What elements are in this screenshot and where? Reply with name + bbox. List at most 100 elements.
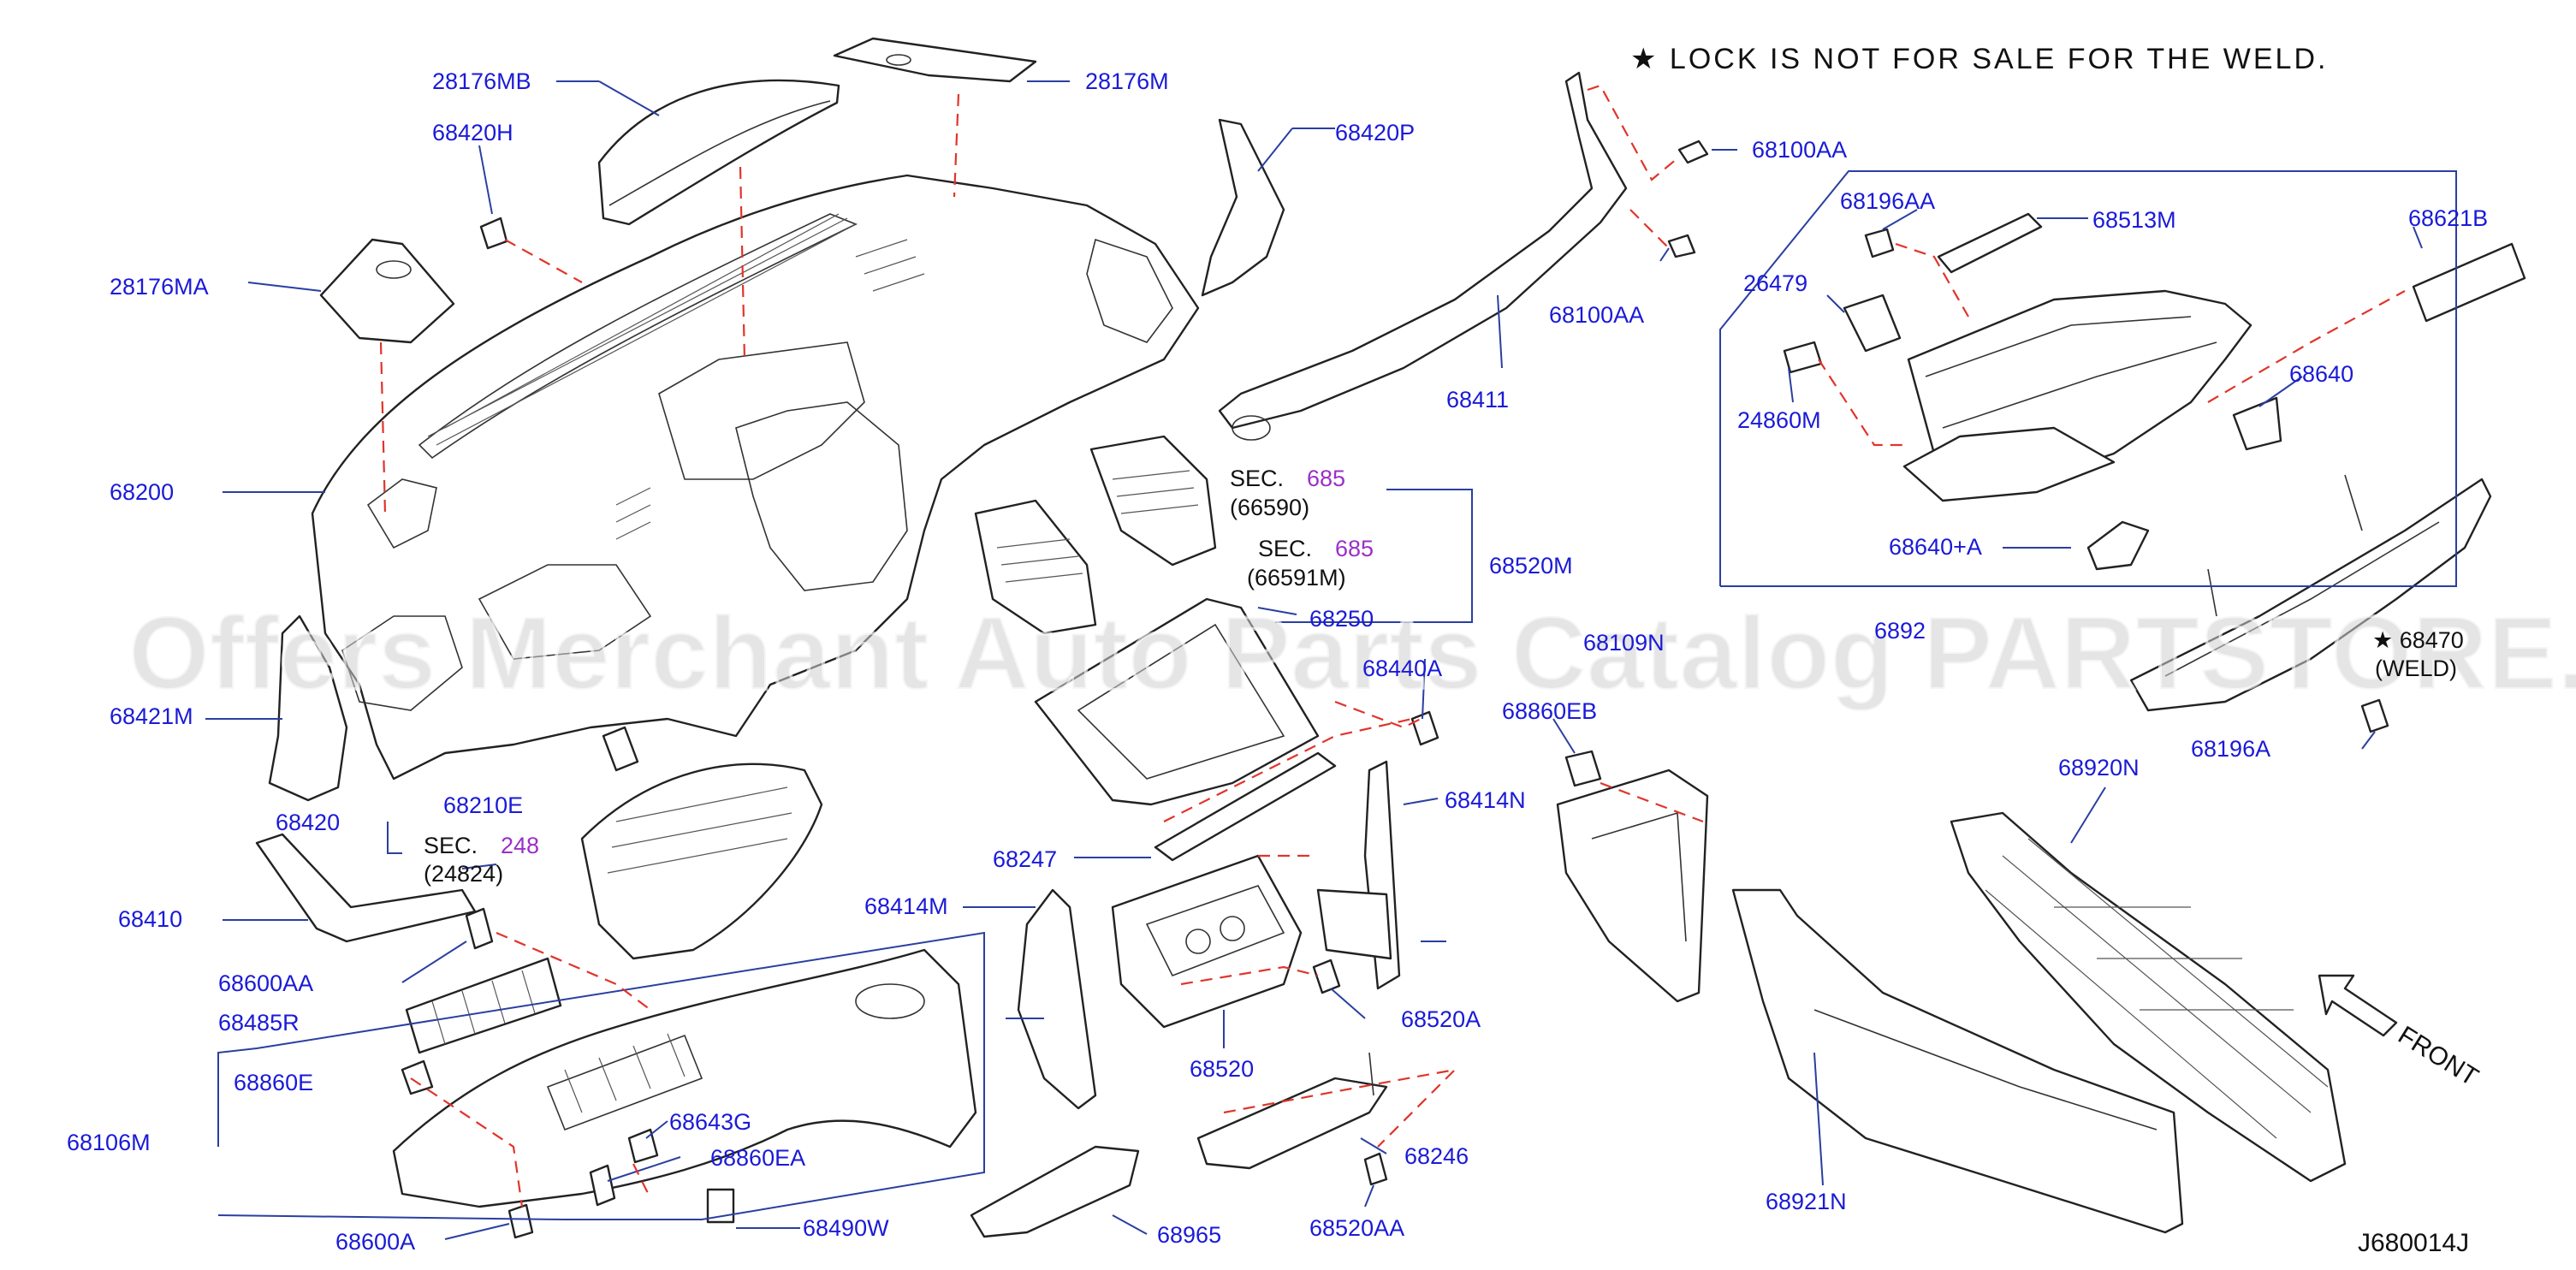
part-66590-vent-drawing bbox=[1089, 435, 1217, 567]
diagram-code: J680014J bbox=[2358, 1229, 2469, 1257]
svg-text:SEC.: SEC. bbox=[1258, 536, 1312, 561]
label-68921N[interactable]: 68921N bbox=[1766, 1189, 1847, 1214]
part-68520AA-drawing bbox=[1363, 1152, 1388, 1186]
label-68100AA-mid[interactable]: 68100AA bbox=[1549, 302, 1644, 328]
label-28176MB[interactable]: 28176MB bbox=[432, 68, 531, 94]
callout-box-68520M bbox=[1275, 489, 1473, 623]
label-68470-star[interactable]: ★ 68470 bbox=[2372, 627, 2464, 653]
part-68196A-drawing bbox=[2360, 698, 2389, 733]
label-68247[interactable]: 68247 bbox=[993, 846, 1057, 872]
label-68513M[interactable]: 68513M bbox=[2092, 207, 2176, 233]
part-68485R-drawing bbox=[405, 957, 562, 1054]
label-68410[interactable]: 68410 bbox=[118, 906, 182, 932]
label-28176MA[interactable]: 28176MA bbox=[110, 274, 209, 300]
part-66591M-vent-drawing bbox=[974, 499, 1097, 635]
label-68246[interactable]: 68246 bbox=[1404, 1143, 1469, 1169]
label-68420P[interactable]: 68420P bbox=[1335, 120, 1415, 145]
part-68640-drawing bbox=[2232, 396, 2282, 451]
sec-num[interactable]: 685 bbox=[1307, 466, 1345, 491]
part-68965-drawing bbox=[970, 1145, 1140, 1238]
label-68600A[interactable]: 68600A bbox=[335, 1229, 415, 1255]
label-68196AA[interactable]: 68196AA bbox=[1840, 188, 1935, 214]
label-68106M[interactable]: 68106M bbox=[67, 1130, 151, 1155]
label-68920N[interactable]: 68920N bbox=[2058, 755, 2140, 780]
label-68414N[interactable]: 68414N bbox=[1445, 787, 1526, 813]
label-28176M[interactable]: 28176M bbox=[1085, 68, 1169, 94]
callout-box-68420 bbox=[387, 822, 402, 854]
assembly-dashed-lines bbox=[379, 84, 2406, 1208]
part-68106M-drawing bbox=[392, 948, 977, 1208]
part-68196AA-drawing bbox=[1864, 228, 1895, 258]
sec-sub: (66590) bbox=[1230, 495, 1309, 520]
front-label: FRONT bbox=[2393, 1021, 2483, 1092]
label-24860M[interactable]: 24860M bbox=[1737, 407, 1821, 433]
label-68600AA[interactable]: 68600AA bbox=[218, 970, 313, 996]
section-ref-24824[interactable]: SEC. 248 (24824) bbox=[424, 833, 539, 887]
label-68490W[interactable]: 68490W bbox=[803, 1215, 889, 1241]
label-68520M[interactable]: 68520M bbox=[1489, 553, 1573, 579]
label-68210E[interactable]: 68210E bbox=[443, 792, 523, 818]
label-68485R[interactable]: 68485R bbox=[218, 1010, 300, 1036]
label-68440A[interactable]: 68440A bbox=[1362, 656, 1442, 681]
part-68414N-drawing bbox=[1316, 760, 1401, 990]
svg-text:SEC.: SEC. bbox=[1230, 466, 1284, 491]
sec-sub: (66591M) bbox=[1247, 565, 1346, 590]
label-68621B[interactable]: 68621B bbox=[2408, 205, 2488, 231]
part-labels: 28176MB 28176M 68420H 68420P 28176MA 681… bbox=[67, 68, 2488, 1255]
part-24860M-drawing bbox=[1783, 341, 1823, 374]
label-68520[interactable]: 68520 bbox=[1190, 1056, 1254, 1082]
part-28176MA-drawing bbox=[319, 238, 455, 344]
label-weld: (WELD) bbox=[2375, 656, 2457, 681]
label-68200[interactable]: 68200 bbox=[110, 479, 174, 505]
part-68210E-drawing bbox=[602, 726, 639, 772]
sec-prefix: SEC. bbox=[424, 833, 478, 858]
label-68643G[interactable]: 68643G bbox=[669, 1109, 751, 1135]
part-68600AA-drawing bbox=[465, 907, 494, 950]
label-68640A[interactable]: 68640+A bbox=[1889, 534, 1982, 560]
label-68420H[interactable]: 68420H bbox=[432, 120, 513, 145]
label-68640[interactable]: 68640 bbox=[2289, 361, 2353, 387]
svg-text:SEC.: SEC. bbox=[424, 833, 478, 858]
label-68520AA[interactable]: 68520AA bbox=[1309, 1215, 1404, 1241]
part-68440A-drawing bbox=[1410, 710, 1439, 746]
callout-box-68106M bbox=[217, 931, 985, 1220]
label-68860EB[interactable]: 68860EB bbox=[1502, 698, 1597, 724]
label-68100AA-top[interactable]: 68100AA bbox=[1752, 137, 1847, 163]
part-68420H-drawing bbox=[479, 217, 508, 250]
label-68250[interactable]: 68250 bbox=[1309, 606, 1374, 632]
part-68420-drawing bbox=[255, 833, 477, 943]
label-68109N[interactable]: 68109N bbox=[1583, 630, 1665, 656]
part-68411-drawing bbox=[1218, 71, 1628, 441]
part-24824-meter-drawing bbox=[580, 763, 823, 960]
part-68420P-drawing bbox=[1201, 118, 1285, 297]
section-ref-66590[interactable]: SEC. 685 (66590) bbox=[1230, 466, 1345, 520]
label-68965[interactable]: 68965 bbox=[1157, 1222, 1221, 1248]
label-68411[interactable]: 68411 bbox=[1446, 387, 1509, 412]
part-glovebox-assy-drawing bbox=[1902, 289, 2253, 502]
part-28176M-drawing bbox=[833, 37, 1037, 83]
part-68246-drawing bbox=[1196, 1052, 1388, 1170]
label-26479[interactable]: 26479 bbox=[1743, 270, 1807, 296]
sec-prefix: SEC. bbox=[1230, 466, 1284, 491]
front-arrow bbox=[2318, 974, 2398, 1037]
label-68860E[interactable]: 68860E bbox=[234, 1070, 313, 1095]
sec-num[interactable]: 248 bbox=[501, 833, 539, 858]
part-68470-drawing bbox=[2129, 474, 2492, 712]
label-68520A[interactable]: 68520A bbox=[1401, 1006, 1481, 1032]
label-68414M[interactable]: 68414M bbox=[864, 893, 948, 919]
part-68100AA-screws bbox=[1667, 139, 1709, 258]
part-68414M-drawing bbox=[1017, 888, 1097, 1110]
part-28176MB-drawing bbox=[597, 79, 840, 226]
section-ref-66591M[interactable]: SEC. 685 (66591M) bbox=[1247, 536, 1374, 590]
part-68520-drawing bbox=[1111, 854, 1303, 1029]
label-68421M[interactable]: 68421M bbox=[110, 703, 193, 729]
sec-prefix: SEC. bbox=[1258, 536, 1312, 561]
label-68860EA[interactable]: 68860EA bbox=[710, 1145, 805, 1171]
label-68420[interactable]: 68420 bbox=[276, 810, 340, 835]
label-6892-partial[interactable]: 6892 bbox=[1874, 618, 1926, 644]
part-68860E-drawing bbox=[401, 1059, 434, 1095]
sec-num[interactable]: 685 bbox=[1335, 536, 1374, 561]
part-68921N-drawing bbox=[1731, 888, 2184, 1234]
label-68196A[interactable]: 68196A bbox=[2191, 736, 2270, 762]
